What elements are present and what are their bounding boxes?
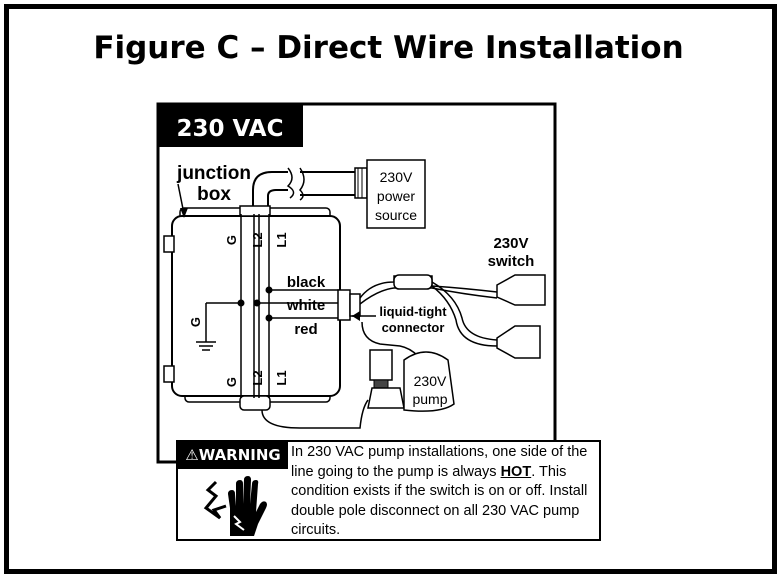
connector-arrow [352,311,360,321]
conduit-fitting [354,167,368,199]
node-ground [237,299,245,307]
pump-label-2: pump [412,391,447,407]
node-red [265,314,273,322]
conduit-entry-top [239,205,271,217]
junction-box-label-1: junction [176,163,251,184]
warning-text-end: . This condition exists if the switch is… [291,463,588,539]
wire-red-label: red [294,321,317,338]
terminal-l2-bottom: L2 [250,370,265,385]
switch-label-2: switch [488,253,535,270]
switch-cord-2 [431,281,498,341]
pump-housing [403,351,455,412]
junction-box-label-2: box [197,184,231,205]
warning-triangle-icon: ⚠ [185,446,199,464]
warning-box: ⚠WARNING In 230 VAC pump installations, … [176,440,601,541]
junction-box-tab-left [163,235,175,253]
voltage-header: 230 VAC [177,116,284,142]
conduit-break-2 [298,167,305,201]
voltage-header-bg [158,104,303,147]
figure-title: Figure C – Direct Wire Installation [93,30,684,66]
conduit-upper [252,171,288,210]
pump-motor [369,349,393,381]
float-switch-upper [496,274,546,306]
pump-cord [261,399,369,429]
node-white [253,299,261,307]
warning-hot-word: HOT [500,463,532,480]
warning-text-start: In 230 VAC pump installations, one side … [291,444,588,480]
connector-label-2: connector [382,320,445,335]
node-black [265,286,273,294]
warning-heading: ⚠WARNING [178,442,288,469]
terminal-l1-bottom: L1 [274,370,289,385]
terminal-l1-top: L1 [274,232,289,247]
liquid-tight-connector [337,289,351,321]
terminal-l2-top: L2 [250,232,265,247]
switch-cord-1 [359,275,498,299]
warning-heading-text: WARNING [198,446,281,464]
power-source-label-1: 230V [380,169,413,185]
wire-black-label: black [287,274,326,291]
connector-label-1: liquid-tight [379,304,447,319]
electric-shock-hand-icon [203,476,267,536]
power-source-box [366,159,426,229]
switch-cord-splice [393,274,433,290]
junction-box-arrow [180,208,188,218]
terminal-g-bottom: G [224,377,239,387]
power-source-label-2: power [377,188,415,204]
switch-label-1: 230V [493,235,528,252]
pump-body [367,387,405,409]
conduit-entry-bottom [239,395,271,411]
junction-box-tab-left-2 [163,365,175,383]
pump-label-1: 230V [414,373,447,389]
terminal-g-top: G [224,235,239,245]
conduit-break [286,167,295,199]
power-source-label-3: source [375,207,417,223]
ground-label: G [188,317,203,327]
float-switch-lower [496,325,541,359]
warning-text: In 230 VAC pump installations, one side … [291,443,599,541]
conduit-lower [267,189,288,210]
wire-white-label: white [286,297,325,314]
